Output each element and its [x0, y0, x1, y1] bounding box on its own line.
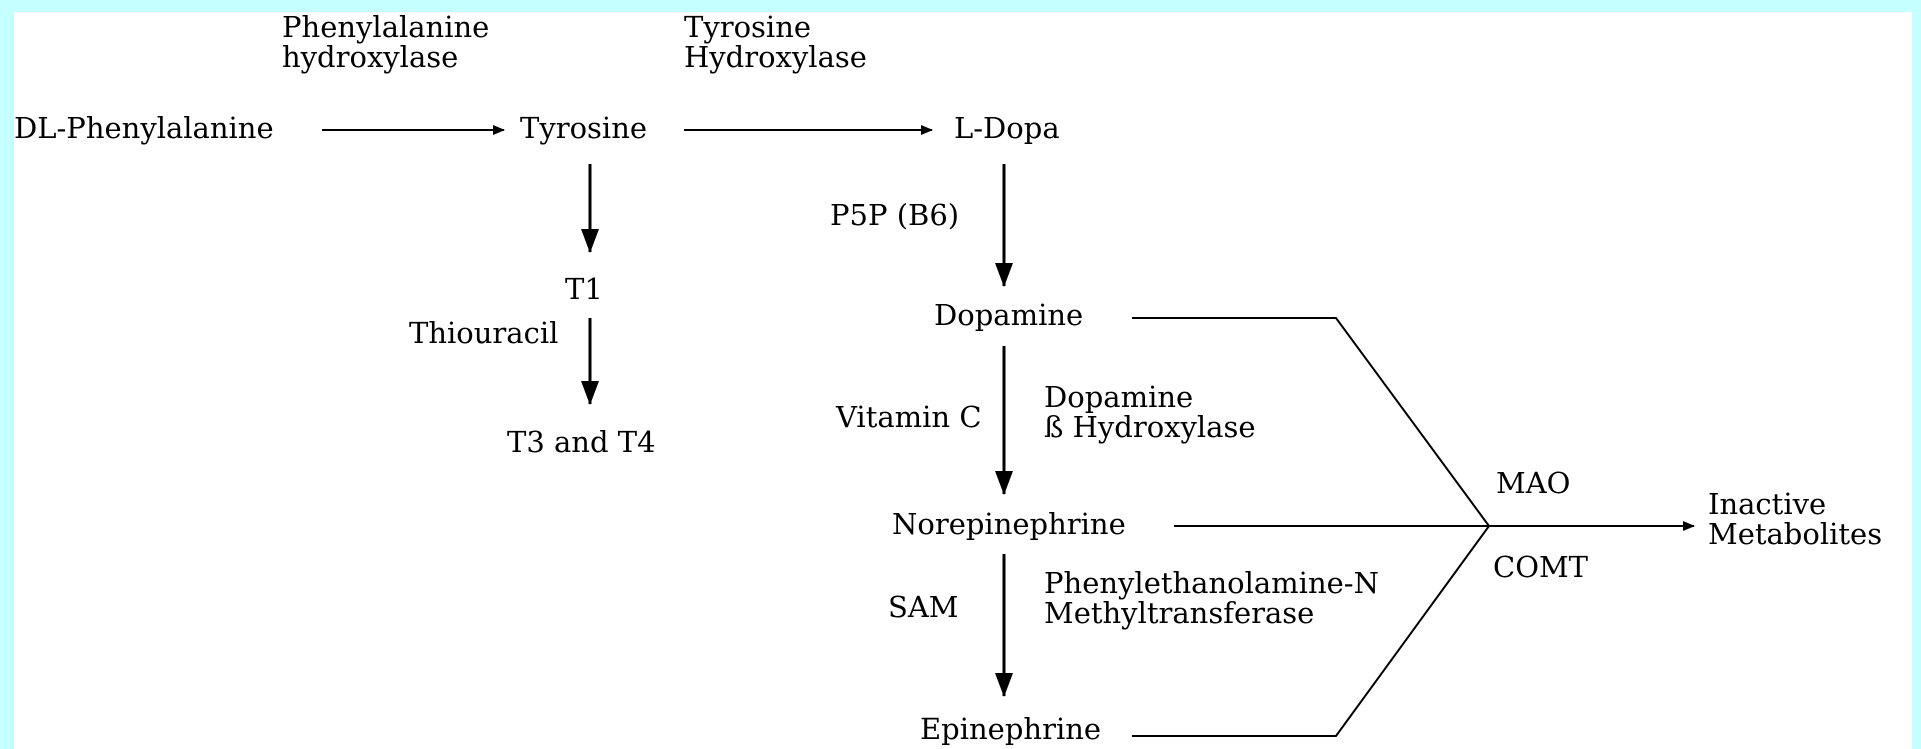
label-thiouracil: Thiouracil: [409, 316, 559, 350]
pathway-connectors: [322, 125, 1695, 737]
node-t1: T1: [565, 272, 603, 306]
phenylalanine-hydroxylase-line-2: hydroxylase: [282, 40, 459, 75]
node-epinephrine: Epinephrine: [920, 712, 1102, 746]
phenylalanine-hydroxylase-line-1: Phenylalanine: [282, 12, 490, 44]
label-p5p-b6: P5P (B6): [830, 198, 960, 232]
label-vitamin-c: Vitamin C: [836, 400, 982, 434]
label-tyrosine-hydroxylase: Tyrosine Hydroxylase: [684, 12, 867, 73]
label-sam: SAM: [888, 590, 959, 624]
label-phenylalanine-hydroxylase: Phenylalanine hydroxylase: [282, 12, 489, 73]
label-pnmt: Phenylethanolamine-N Methyltransferase: [1044, 568, 1379, 629]
dopamine-b-hydroxylase-line-1: Dopamine: [1044, 380, 1194, 414]
node-t3-and-t4: T3 and T4: [507, 425, 656, 459]
line-dopamine-to-mao-comt: [1132, 317, 1490, 527]
node-dl-phenylalanine: DL-Phenylalanine: [14, 111, 274, 145]
node-norepinephrine: Norepinephrine: [892, 507, 1126, 541]
node-dopamine: Dopamine: [934, 298, 1084, 332]
label-comt: COMT: [1493, 550, 1589, 584]
node-inactive-metabolites: Inactive Metabolites: [1708, 489, 1882, 550]
dopamine-b-hydroxylase-line-2: ß Hydroxylase: [1044, 410, 1256, 445]
pathway-diagram: Phenylalanine hydroxylase Tyrosine Hydro…: [14, 12, 1912, 749]
label-dopamine-b-hydroxylase: Dopamine ß Hydroxylase: [1044, 382, 1256, 443]
node-l-dopa: L-Dopa: [954, 111, 1060, 145]
inactive-metabolites-line-1: Inactive: [1708, 487, 1827, 521]
inactive-metabolites-line-2: Metabolites: [1708, 517, 1883, 552]
label-mao: MAO: [1496, 466, 1571, 500]
tyrosine-hydroxylase-line-1: Tyrosine: [684, 12, 812, 44]
node-tyrosine: Tyrosine: [520, 111, 648, 145]
pnmt-line-1: Phenylethanolamine-N: [1044, 566, 1379, 600]
pnmt-line-2: Methyltransferase: [1044, 596, 1315, 631]
tyrosine-hydroxylase-line-2: Hydroxylase: [684, 40, 867, 75]
line-epinephrine-to-mao-comt: [1132, 525, 1490, 737]
